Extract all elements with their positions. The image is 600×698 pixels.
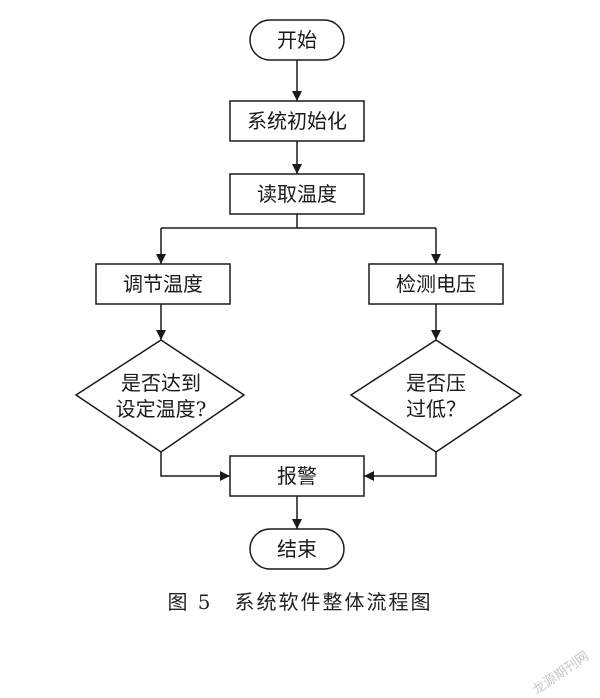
figure-caption: 图 5 系统软件整体流程图 <box>167 590 433 614</box>
decision-voltage-label-line1: 是否压 <box>406 371 466 395</box>
decision-temp-label-line2: 设定温度? <box>116 397 207 421</box>
decision-voltage-label-line2: 过低？ <box>406 397 466 421</box>
init-label: 系统初始化 <box>247 109 347 133</box>
start-label: 开始 <box>277 28 317 52</box>
read-temp-label: 读取温度 <box>257 182 337 206</box>
decision-temp-diamond <box>74 339 246 453</box>
flowchart-canvas: 开始 系统初始化 读取温度 调节温度 检测电压 是否达到 设定温度? 是否压 过… <box>74 19 523 570</box>
decision-temp-label-line1: 是否达到 <box>121 371 201 395</box>
arrow-decision-voltage-to-alarm <box>364 452 437 481</box>
alarm-label: 报警 <box>277 464 317 488</box>
end-label: 结束 <box>277 537 317 561</box>
init-box <box>229 100 365 142</box>
decision-voltage-diamond <box>349 339 523 453</box>
adjust-temp-box <box>95 263 231 305</box>
detect-voltage-label: 检测电压 <box>396 272 476 296</box>
arrow-decision-temp-to-alarm <box>160 452 230 481</box>
adjust-temp-label: 调节温度 <box>123 272 203 296</box>
